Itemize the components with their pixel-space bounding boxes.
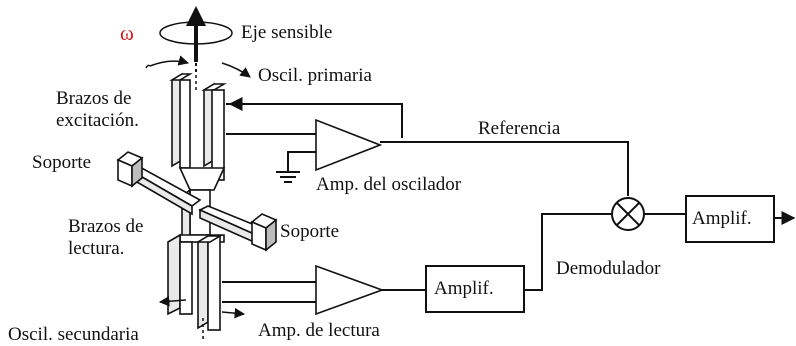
readout-arm-right-side xyxy=(197,234,209,330)
reference-wire xyxy=(380,141,629,196)
eje-sensible-label: Eje sensible xyxy=(241,22,332,43)
referencia-label: Referencia xyxy=(478,118,561,139)
amplif-to-demod-wire xyxy=(524,213,612,291)
omega-label: ω xyxy=(120,21,134,45)
amplif-mid-label: Amplif. xyxy=(434,278,494,299)
secondary-osc-arrow-left xyxy=(158,296,187,307)
feedback-wire xyxy=(226,103,403,138)
support-block-right-side xyxy=(265,218,277,252)
primary-osc-arrow-right xyxy=(221,62,251,78)
amplif-box-right xyxy=(685,195,775,243)
sensitive-axis xyxy=(159,6,233,90)
amp-oscilador-label: Amp. del oscilador xyxy=(316,174,462,195)
tuning-fork-sensor xyxy=(116,72,278,331)
readout-arm-right-top xyxy=(195,235,223,243)
amplif-right-label: Amplif. xyxy=(692,208,752,229)
readout-arm-left xyxy=(179,241,193,315)
support-block-left-side xyxy=(131,156,143,188)
oscillator-loop xyxy=(226,97,629,196)
brazos-lectura-label-1: Brazos de xyxy=(68,216,143,237)
primary-osc-arrow-left xyxy=(149,55,190,67)
readout-chain xyxy=(222,195,796,316)
amp-lectura-label: Amp. de lectura xyxy=(258,320,380,341)
readout-amplifier xyxy=(315,264,385,316)
secondary-osc-arrow-right xyxy=(221,307,246,319)
excitation-arm-right xyxy=(211,89,225,181)
primary-osc-arrow-left-tail xyxy=(145,64,151,69)
fork-upper-base xyxy=(178,167,226,191)
brazos-excitacion-label-1: Brazos de xyxy=(56,88,131,109)
excitation-arm-right-top xyxy=(201,83,227,91)
soporte-right-label: Soporte xyxy=(280,221,339,242)
oscillator-amplifier xyxy=(315,118,383,172)
readout-arm-left-side xyxy=(167,233,181,316)
soporte-left-label: Soporte xyxy=(32,152,91,173)
demodulator-cross-2 xyxy=(616,202,640,226)
oscil-primaria-label: Oscil. primaria xyxy=(258,65,373,86)
amplif-box-mid xyxy=(425,265,525,313)
oscil-secundaria-label: Oscil. secundaria xyxy=(8,324,139,345)
demodulador-label: Demodulador xyxy=(556,258,661,279)
excitation-arm-left xyxy=(179,79,191,169)
brazos-excitacion-label-2: excitación. xyxy=(56,110,139,131)
ground-wire xyxy=(287,151,316,172)
brazos-lectura-label-2: lectura. xyxy=(68,238,124,259)
excitation-arm-left-top xyxy=(169,73,193,81)
readout-arm-right xyxy=(207,235,221,331)
